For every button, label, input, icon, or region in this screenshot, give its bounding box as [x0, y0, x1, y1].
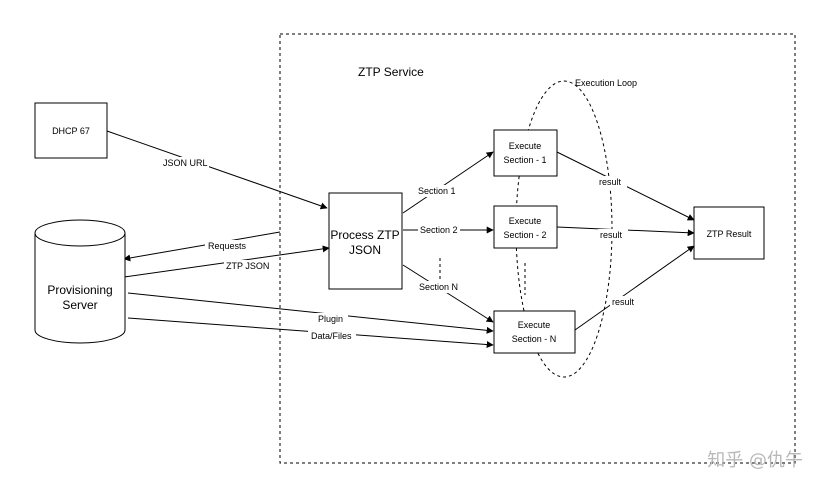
provisioning-server-node: Provisioning Server — [34, 219, 126, 344]
dhcp-label: DHCP 67 — [52, 126, 90, 136]
exec2-label-line1: Execute — [509, 216, 542, 226]
process-ztp-json-node: Process ZTP JSON — [328, 192, 403, 290]
label-ztp-json: ZTP JSON — [226, 261, 269, 271]
label-plugin: Plugin — [318, 314, 343, 324]
ztp-service-container — [279, 33, 796, 464]
ztp-result-label: ZTP Result — [707, 229, 752, 239]
label-requests: Requests — [208, 241, 247, 251]
watermark: 知乎 @仇午 — [707, 450, 803, 471]
execute-section-2-node: Execute Section - 2 — [493, 205, 558, 249]
process-label-line1: Process ZTP — [330, 228, 399, 242]
ztp-result-node: ZTP Result — [693, 206, 765, 260]
label-section-n: Section N — [419, 282, 458, 292]
label-data-files: Data/Files — [311, 331, 352, 341]
execn-label-line2: Section - N — [512, 334, 557, 344]
execute-section-n-node: Execute Section - N — [493, 310, 576, 354]
execute-section-1-node: Execute Section - 1 — [493, 129, 558, 177]
execution-loop-title: Execution Loop — [575, 78, 637, 88]
execn-label-line1: Execute — [518, 320, 551, 330]
label-section-2: Section 2 — [420, 225, 458, 235]
label-result-n: result — [612, 297, 635, 307]
edge-section-1 — [402, 151, 494, 214]
exec2-label-line2: Section - 2 — [503, 230, 546, 240]
exec1-label-line1: Execute — [509, 141, 542, 151]
provisioning-label-line2: Server — [62, 298, 97, 312]
dhcp-node: DHCP 67 — [34, 102, 108, 159]
label-json-url: JSON URL — [163, 158, 208, 168]
process-label-line2: JSON — [349, 243, 381, 257]
label-result-2: result — [600, 230, 623, 240]
edge-section-n — [402, 264, 494, 323]
provisioning-label-line1: Provisioning — [47, 283, 112, 297]
exec1-label-line2: Section - 1 — [503, 155, 546, 165]
ztp-service-title: ZTP Service — [358, 65, 424, 79]
label-result-1: result — [599, 177, 622, 187]
label-section-1: Section 1 — [418, 186, 456, 196]
edge-result-n — [574, 245, 695, 331]
edge-dhcp-to-process — [106, 130, 328, 210]
edge-requests — [123, 231, 281, 262]
edge-plugin — [127, 292, 494, 334]
